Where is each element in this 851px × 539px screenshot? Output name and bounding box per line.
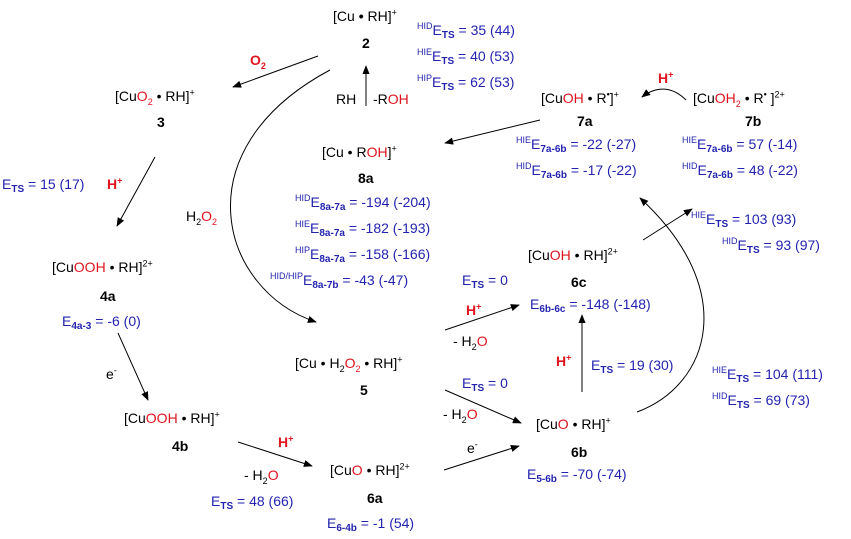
species-5-formula: [Cu • H2O2 • RH]+ <box>295 354 403 374</box>
energy-8a-7a-hie: HIEE8a-7a = -182 (-193) <box>295 219 431 240</box>
species-7a-formula: [CuOH • R•]+ <box>541 89 619 106</box>
reagent-rh: RH <box>336 91 357 107</box>
electron-label-6a-6b: e- <box>467 439 478 456</box>
arrow-7a-to-8a <box>444 119 541 145</box>
species-4b-label: 4b <box>172 438 189 454</box>
arrow-7b-to-7a-curve <box>641 88 687 101</box>
reagent-o2: O2 <box>250 52 266 71</box>
energy-ts-6c-hid: HIDETS = 93 (97) <box>722 236 820 257</box>
species-2-formula: [Cu • RH]+ <box>333 7 397 24</box>
arrow-5-to-6c <box>444 304 520 331</box>
arrow-2-to-5-curve <box>229 69 331 323</box>
energy-ts2-hip: HIPETS = 62 (53) <box>417 73 515 94</box>
energy-8a-7a-hid: HIDE8a-7a = -194 (-204) <box>295 193 431 214</box>
species-2-label: 2 <box>362 35 370 51</box>
species-3-label: 3 <box>157 114 165 130</box>
energy-ts-4b-6a: ETS = 48 (66) <box>211 493 294 512</box>
energy-5-6b: E5-6b = -70 (-74) <box>527 466 627 485</box>
arrow-6c-to-7 <box>642 208 693 241</box>
arrow-6b-to-7-curve <box>636 197 705 413</box>
water-label-4b-6a: - H2O <box>244 467 279 486</box>
arrow-5-to-6b <box>444 389 522 424</box>
energy-8a-7a-hip: HIPE8a-7a = -158 (-166) <box>295 245 431 266</box>
water-label-5-6b: - H2O <box>443 406 478 425</box>
energy-ts2-hid: HIDETS = 35 (44) <box>417 21 515 42</box>
energy-7b-hie: HIEE7a-6b = 57 (-14) <box>682 135 798 156</box>
proton-label-7b-7a: H+ <box>658 69 674 86</box>
species-8a-label: 8a <box>358 170 374 186</box>
arrow-4b-to-6a <box>237 441 313 467</box>
energy-ts-6c-hie: HIEETS = 103 (93) <box>691 210 797 231</box>
arrow-4a-to-4b <box>117 332 149 401</box>
species-5-label: 5 <box>360 382 368 398</box>
energy-ts2-hie: HIEETS = 40 (53) <box>417 47 515 68</box>
proton-label-6b-6c: H+ <box>556 352 572 369</box>
energy-ts-3-4a: ETS = 15 (17) <box>2 176 85 195</box>
species-4a-label: 4a <box>100 288 116 304</box>
species-6b-formula: [CuO • RH]+ <box>536 415 611 432</box>
energy-ts-6b-hid: HIDETS = 69 (73) <box>712 391 810 412</box>
species-6a-formula: [CuO • RH]2+ <box>330 461 410 478</box>
energy-6b-6c: E6b-6c = -148 (-148) <box>530 296 651 315</box>
proton-label-4b-6a: H+ <box>278 433 294 450</box>
electron-label-4a-4b: e- <box>106 365 117 382</box>
species-6b-label: 6b <box>571 444 588 460</box>
arrow-6a-to-6b <box>443 445 520 471</box>
energy-7b-hid: HIDE7a-6b = 48 (-22) <box>682 161 798 182</box>
species-6c-formula: [CuOH • RH]2+ <box>528 246 618 263</box>
water-label-5-6c: - H2O <box>453 333 488 352</box>
energy-8a-7b-hidhip: HID/HIPE8a-7b = -43 (-47) <box>270 271 409 292</box>
arrow-3-to-4a <box>116 156 156 227</box>
reagent-h2o2: H2O2 <box>186 208 218 227</box>
species-6a-label: 6a <box>367 490 383 506</box>
species-4a-formula: [CuOOH • RH]2+ <box>52 258 153 275</box>
species-7b-label: 7b <box>745 113 762 129</box>
species-6c-label: 6c <box>571 274 587 290</box>
energy-7a-6b-hie: HIEE7a-6b = -22 (-27) <box>516 135 637 156</box>
energy-ts-5-6b: ETS = 0 <box>462 375 508 394</box>
energy-6-4b: E6-4b = -1 (54) <box>327 515 415 534</box>
species-8a-formula: [Cu • ROH]+ <box>322 143 397 160</box>
proton-label-5-6c: H+ <box>466 301 482 318</box>
energy-7a-6b-hid: HIDE7a-6b = -17 (-22) <box>516 161 637 182</box>
species-3-formula: [CuO2 • RH]+ <box>115 87 195 107</box>
species-4b-formula: [CuOOH • RH]+ <box>124 409 220 426</box>
proton-label-3-4a: H+ <box>107 175 123 192</box>
energy-ts-6b-hie: HIEETS = 104 (111) <box>712 365 823 386</box>
species-7a-label: 7a <box>577 113 593 129</box>
energy-ts-6b-6c: ETS = 19 (30) <box>591 357 674 376</box>
species-7b-formula: [CuOH2 • R• ]2+ <box>693 89 785 109</box>
arrow-2-to-3 <box>232 55 319 88</box>
energy-4a-3: E4a-3 = -6 (0) <box>62 313 141 332</box>
energy-ts-5-6c: ETS = 0 <box>462 272 508 291</box>
reagent-roh: -ROH <box>373 91 409 107</box>
